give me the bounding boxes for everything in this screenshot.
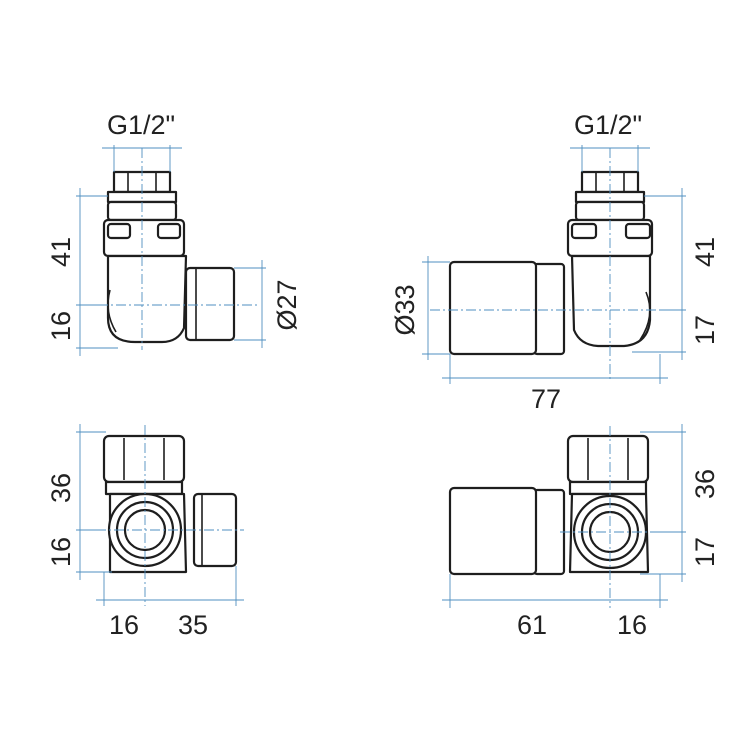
- width-right-label: 35: [178, 610, 208, 640]
- height-top-label: 41: [46, 237, 76, 267]
- depth-top-label: 36: [690, 469, 720, 499]
- height-bottom-label: 17: [690, 315, 720, 345]
- height-top-label: 41: [690, 237, 720, 267]
- fitting-left-top: [102, 434, 238, 574]
- fitting-right-side: [448, 170, 654, 356]
- height-bottom-label: 16: [46, 311, 76, 341]
- width-right-label: 16: [617, 610, 647, 640]
- thread-label: G1/2": [107, 110, 175, 140]
- width-left-label: 61: [517, 610, 547, 640]
- view-left-side: G1/2" 41 16 Ø27: [46, 110, 302, 356]
- thread-label: G1/2": [574, 110, 642, 140]
- width-left-label: 16: [109, 610, 139, 640]
- diameter-label: Ø27: [272, 279, 302, 330]
- fitting-right-top: [448, 434, 650, 576]
- length-label: 77: [531, 384, 561, 414]
- diameter-label: Ø33: [390, 284, 420, 335]
- view-left-top: 36 16 16 35: [46, 424, 244, 640]
- depth-top-label: 36: [46, 473, 76, 503]
- fitting-left-side: [102, 170, 236, 344]
- view-right-top: 36 17 61 16: [442, 424, 720, 640]
- view-right-side: G1/2" 41 17 Ø33 77: [390, 110, 720, 414]
- depth-bottom-label: 16: [46, 537, 76, 567]
- depth-bottom-label: 17: [690, 537, 720, 567]
